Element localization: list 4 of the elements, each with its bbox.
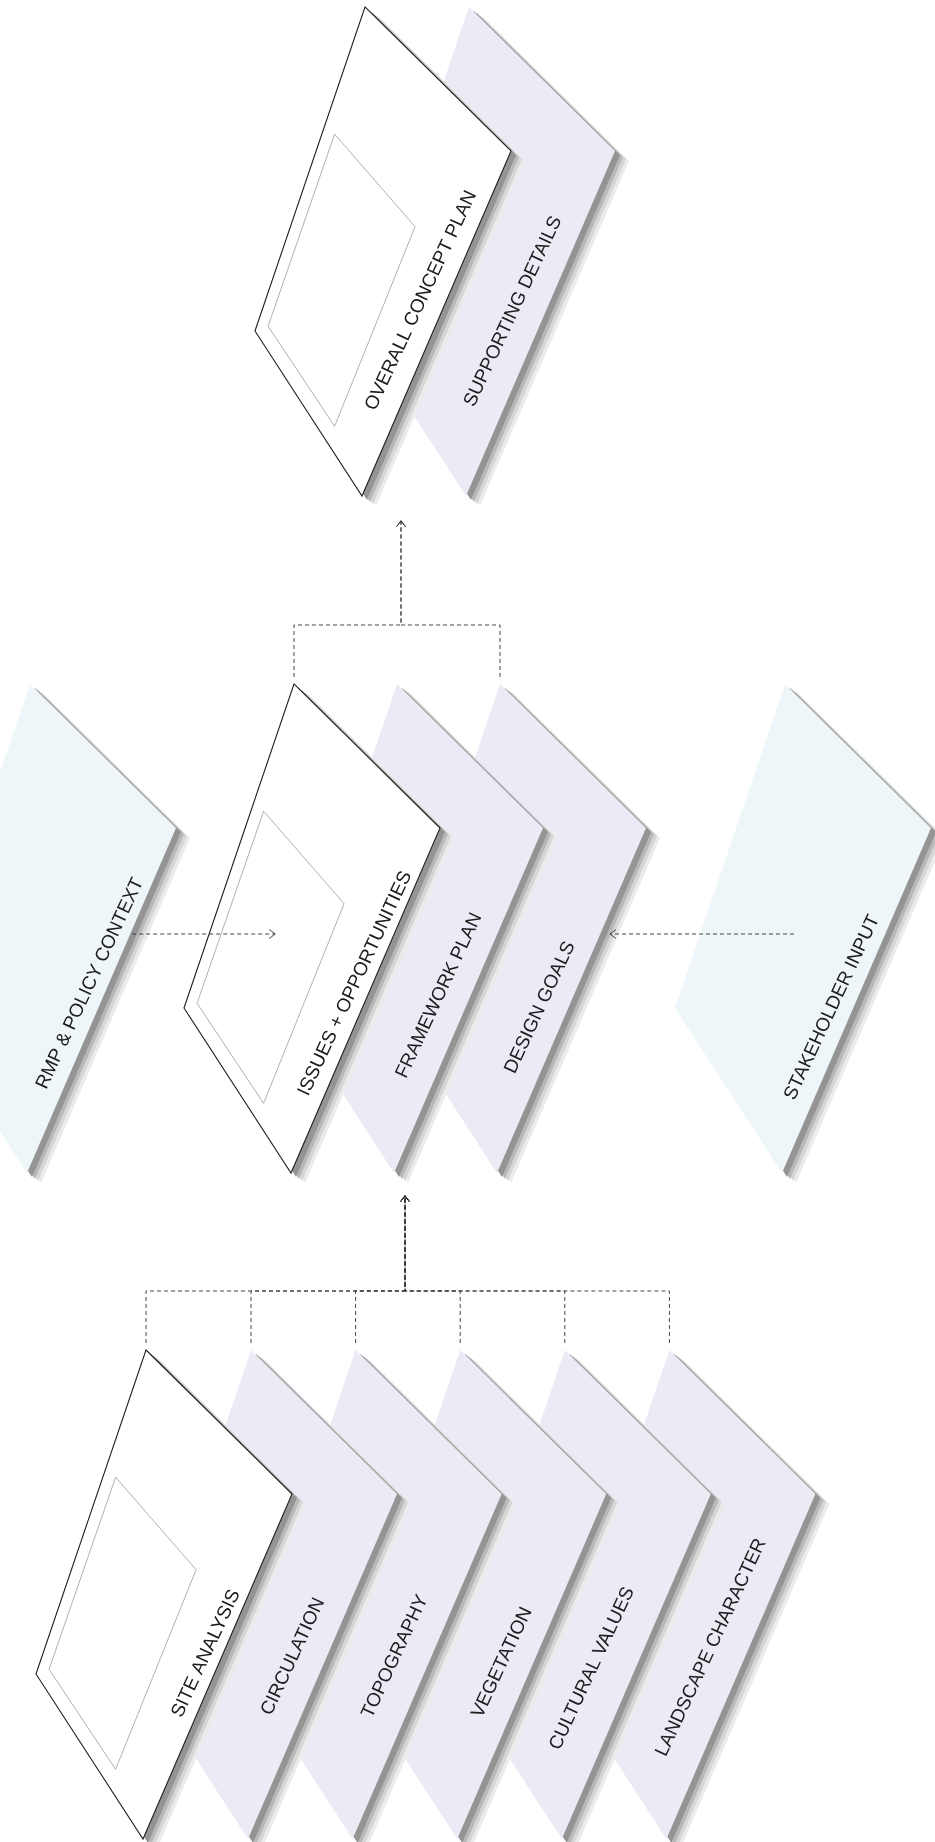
arrow bbox=[609, 929, 795, 939]
arrow bbox=[396, 520, 501, 678]
arrow bbox=[400, 1195, 670, 1344]
arrow bbox=[131, 929, 276, 939]
